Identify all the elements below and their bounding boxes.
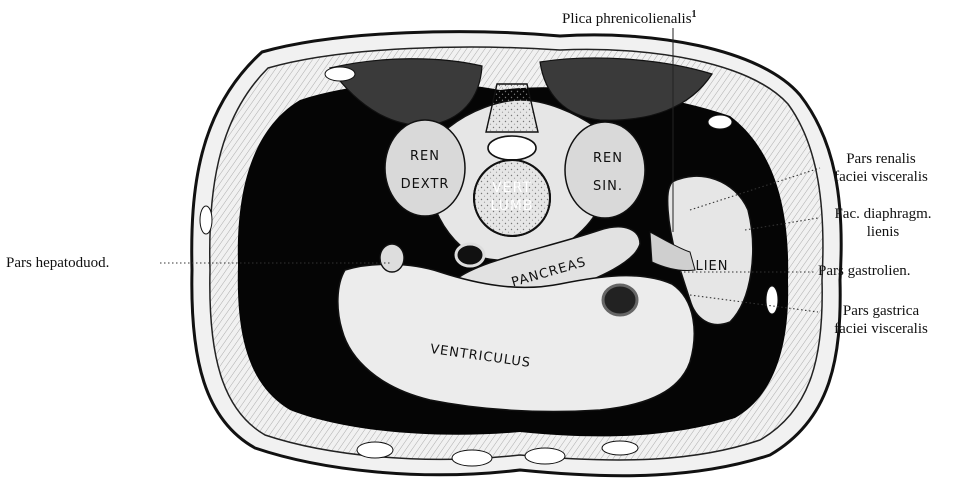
callout-pars-gastrica: Pars gastrica faciei visceralis <box>816 302 946 338</box>
wall-vessel-8 <box>766 286 778 314</box>
ren-sin-label-1: REN <box>593 151 623 166</box>
kidney-left <box>565 122 645 218</box>
callout-pars-renalis: Pars renalis faciei visceralis <box>818 150 944 186</box>
callout-plica-superscript: 1 <box>692 9 697 20</box>
callout-fac-diaphragm-line1: Fac. diaphragm. <box>816 205 950 223</box>
wall-vessel-5 <box>525 448 565 464</box>
callout-pars-renalis-line2: faciei visceralis <box>818 168 944 186</box>
callout-pars-gastrolien-text: Pars gastrolien. <box>818 263 910 279</box>
ren-dextr-label-2: DEXTR <box>401 177 450 192</box>
ren-dextr-label-1: REN <box>410 149 440 164</box>
callout-pars-gastrolien: Pars gastrolien. <box>818 262 910 280</box>
callout-pars-gastrica-line1: Pars gastrica <box>816 302 946 320</box>
stomach-lumen <box>603 285 637 315</box>
vessel-left <box>456 244 484 266</box>
callout-pars-gastrica-line2: faciei visceralis <box>816 320 946 338</box>
callout-plica-phrenicolienalis: Plica phrenicolienalis1 <box>562 6 697 28</box>
callout-fac-diaphragm: Fac. diaphragm. lienis <box>816 205 950 241</box>
duodenum <box>380 244 404 272</box>
callout-pars-renalis-line1: Pars renalis <box>818 150 944 168</box>
vert-label-1: VERT <box>492 180 532 196</box>
callout-fac-diaphragm-line2: lienis <box>816 223 950 241</box>
wall-vessel-6 <box>602 441 638 455</box>
wall-vessel-7 <box>200 206 212 234</box>
wall-vessel-3 <box>357 442 393 458</box>
callout-plica-text: Plica phrenicolienalis <box>562 11 692 27</box>
callout-pars-hepatoduod-text: Pars hepatoduod. <box>6 255 109 271</box>
wall-vessel-4 <box>452 450 492 466</box>
callout-pars-hepatoduod: Pars hepatoduod. <box>6 254 109 272</box>
spinal-canal <box>488 136 536 160</box>
vert-label-2: LUMB <box>490 198 533 214</box>
wall-vessel-2 <box>708 115 732 129</box>
wall-vessel-1 <box>325 67 355 81</box>
ren-sin-label-2: SIN. <box>593 179 623 194</box>
kidney-right <box>385 120 465 216</box>
